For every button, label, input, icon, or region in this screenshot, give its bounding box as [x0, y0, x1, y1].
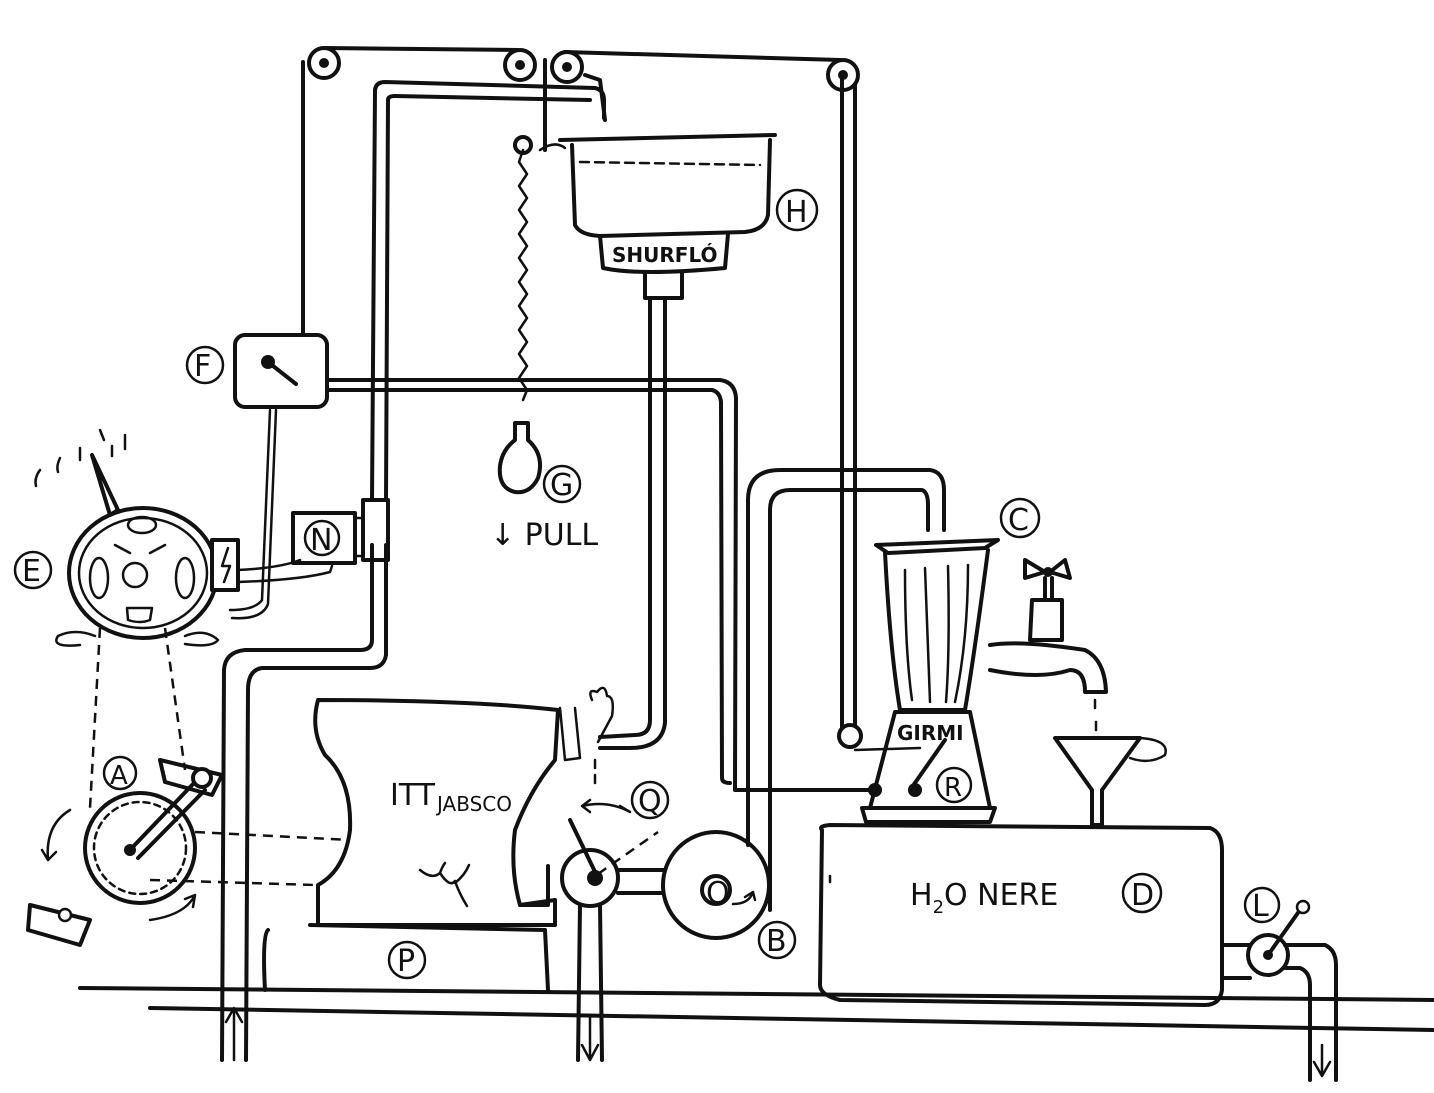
svg-text:P: P — [397, 944, 415, 979]
pull-bulb — [497, 421, 542, 495]
pulley-rope — [837, 76, 863, 749]
faucet — [988, 558, 1108, 732]
pulley-wheel — [307, 46, 341, 80]
svg-text:F: F — [194, 349, 211, 384]
svg-text:N: N — [310, 523, 332, 558]
pipe — [370, 80, 606, 502]
svg-text:B: B — [766, 924, 787, 959]
label-q: Q — [630, 780, 670, 820]
relay-n — [236, 498, 390, 584]
floor-lines — [78, 986, 1434, 1032]
blender-c — [853, 538, 1000, 824]
svg-text:O: O — [706, 876, 730, 911]
svg-text:A: A — [110, 761, 128, 791]
jabsco-label: JABSCO — [435, 792, 512, 816]
svg-text:H: H — [785, 195, 808, 230]
shurflo-label: SHURFLÓ — [612, 243, 717, 267]
svg-text:D: D — [1131, 878, 1154, 913]
label-p: P — [387, 940, 427, 980]
svg-text:Q: Q — [638, 784, 662, 819]
gear-a — [26, 758, 224, 947]
label-g: G — [542, 464, 582, 504]
label-c: C — [999, 497, 1041, 539]
label-a: A — [102, 755, 138, 791]
itt-label: ITT — [390, 778, 436, 813]
label-d: D — [1121, 872, 1163, 914]
svg-text:E: E — [22, 554, 41, 589]
label-r: R — [935, 766, 973, 804]
svg-text:L: L — [1252, 889, 1269, 924]
girmi-label: GIRMI — [897, 721, 964, 745]
h2o-label: H2O NERE — [910, 878, 1058, 918]
label-o: O — [706, 876, 730, 911]
pump-b — [661, 468, 946, 940]
label-n: N — [310, 523, 332, 558]
toilet — [262, 686, 615, 992]
pulley-wheel — [550, 50, 584, 84]
pulley-wheel — [503, 48, 537, 82]
supply-pipe — [220, 543, 388, 1062]
svg-text:G: G — [550, 468, 573, 503]
pull-chain — [513, 135, 533, 402]
funnel — [1053, 736, 1167, 827]
svg-text:C: C — [1008, 503, 1029, 538]
wires-f-to-e — [228, 408, 278, 620]
label-h: H — [775, 188, 819, 232]
belt-lines — [88, 627, 351, 887]
label-e: E — [13, 550, 53, 590]
switch-f — [233, 333, 872, 792]
tank-h — [538, 133, 777, 750]
pull-label: ↓ PULL — [490, 518, 598, 553]
valve-q — [518, 798, 682, 1062]
pulley-frame — [301, 46, 857, 482]
motor-e — [34, 428, 240, 647]
svg-text:R: R — [944, 773, 962, 803]
label-f: F — [185, 345, 225, 385]
label-l: L — [1243, 886, 1281, 924]
label-b: B — [757, 920, 797, 960]
valve-l — [1220, 899, 1338, 1082]
tank-d — [818, 823, 1224, 1007]
